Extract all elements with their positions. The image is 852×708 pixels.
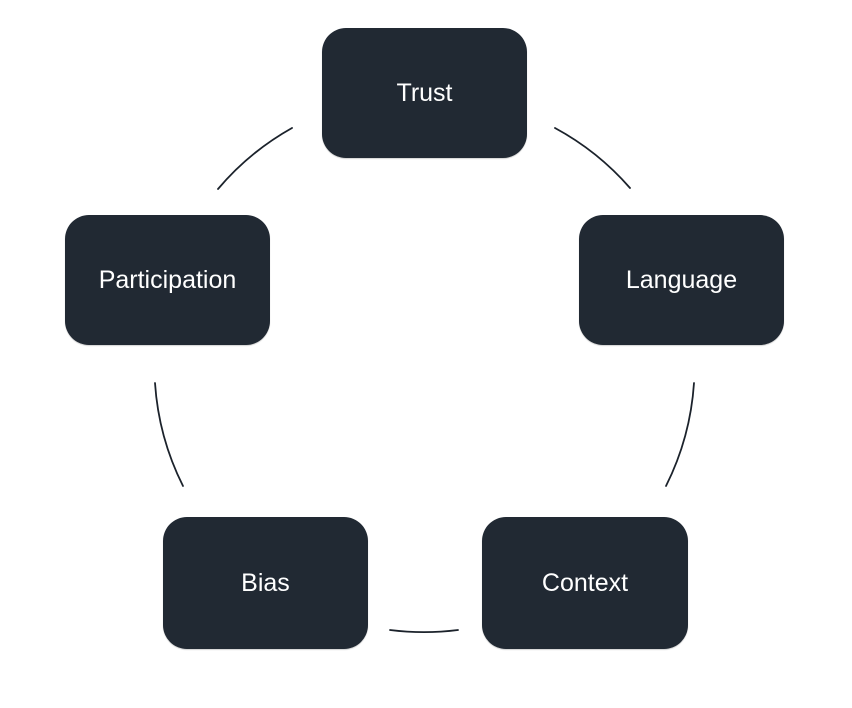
node-trust: Trust	[322, 28, 527, 158]
arc-trust-language	[554, 127, 631, 189]
arc-bias-participation	[154, 382, 184, 487]
arc-participation-trust	[217, 127, 293, 190]
node-language: Language	[579, 215, 784, 345]
arc-context-bias	[389, 629, 459, 633]
node-participation: Participation	[65, 215, 270, 345]
node-language-label: Language	[625, 265, 738, 294]
node-context: Context	[482, 517, 688, 649]
node-bias: Bias	[163, 517, 368, 649]
node-trust-label: Trust	[396, 78, 453, 107]
node-bias-label: Bias	[241, 568, 290, 597]
node-participation-label: Participation	[98, 265, 237, 294]
node-context-label: Context	[541, 568, 629, 597]
arc-language-context	[665, 382, 695, 487]
